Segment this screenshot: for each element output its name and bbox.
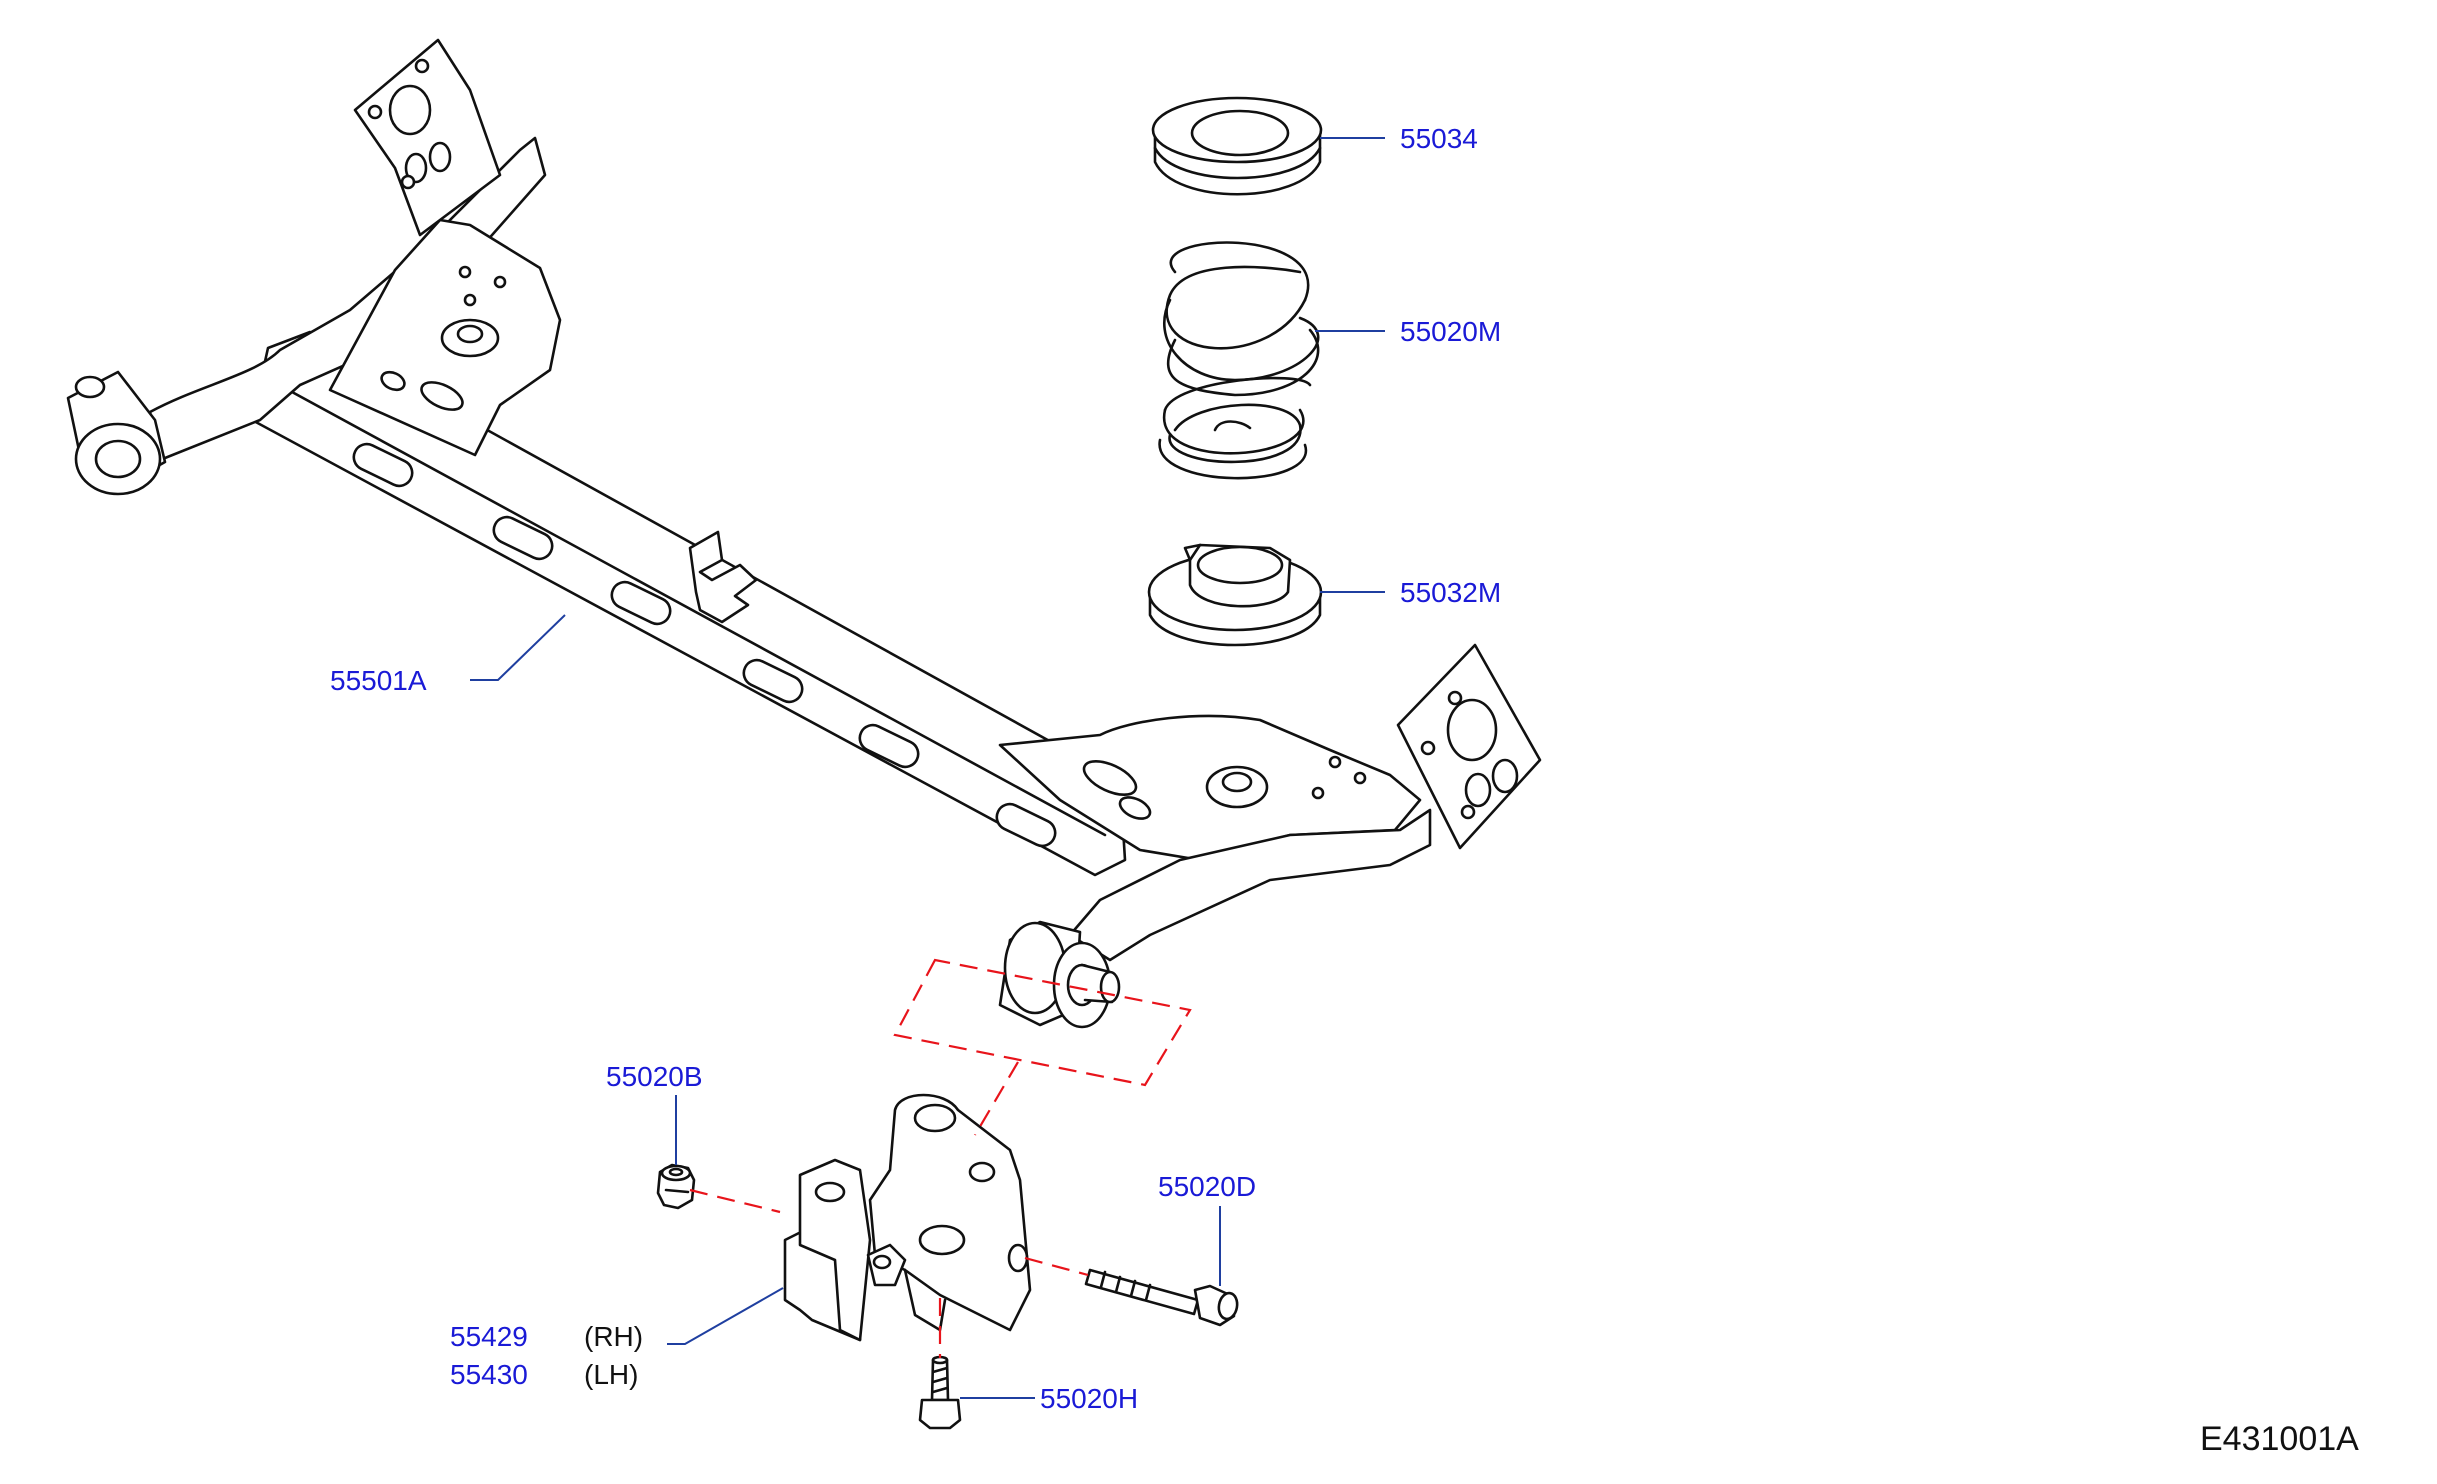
installation-lines — [689, 958, 1192, 1358]
callout-55020D: 55020D — [1158, 1171, 1256, 1202]
callout-55034: 55034 — [1400, 123, 1478, 154]
callout-labels: 55034 55020M 55032M 55501A 55020B 55020D… — [330, 123, 2359, 1458]
coil-spring — [1158, 241, 1320, 480]
callout-55032M: 55032M — [1400, 577, 1501, 608]
upper-spring-seat — [1151, 96, 1323, 196]
callout-55020M: 55020M — [1400, 316, 1501, 347]
lower-spring-seat — [1147, 543, 1323, 647]
leader-lines — [470, 137, 1385, 1399]
callout-55501A: 55501A — [330, 665, 427, 696]
side-label-rh: (RH) — [584, 1321, 643, 1352]
bolt-55020D — [1084, 1268, 1239, 1327]
torsion-beam-axle — [66, 38, 1542, 1029]
illustration-code: E431001A — [2200, 1420, 2359, 1458]
center-clip — [688, 530, 758, 624]
mounting-bracket — [783, 1093, 1032, 1342]
left-bushing — [66, 370, 167, 496]
nut-55020B — [656, 1163, 696, 1210]
callout-55430: 55430 — [450, 1359, 528, 1390]
side-label-lh: (LH) — [584, 1359, 638, 1390]
callout-55429: 55429 — [450, 1321, 528, 1352]
callout-55020H: 55020H — [1040, 1383, 1138, 1414]
callout-55020B: 55020B — [606, 1061, 703, 1092]
bolt-55020H — [918, 1355, 962, 1430]
left-mount-plate — [353, 38, 502, 237]
